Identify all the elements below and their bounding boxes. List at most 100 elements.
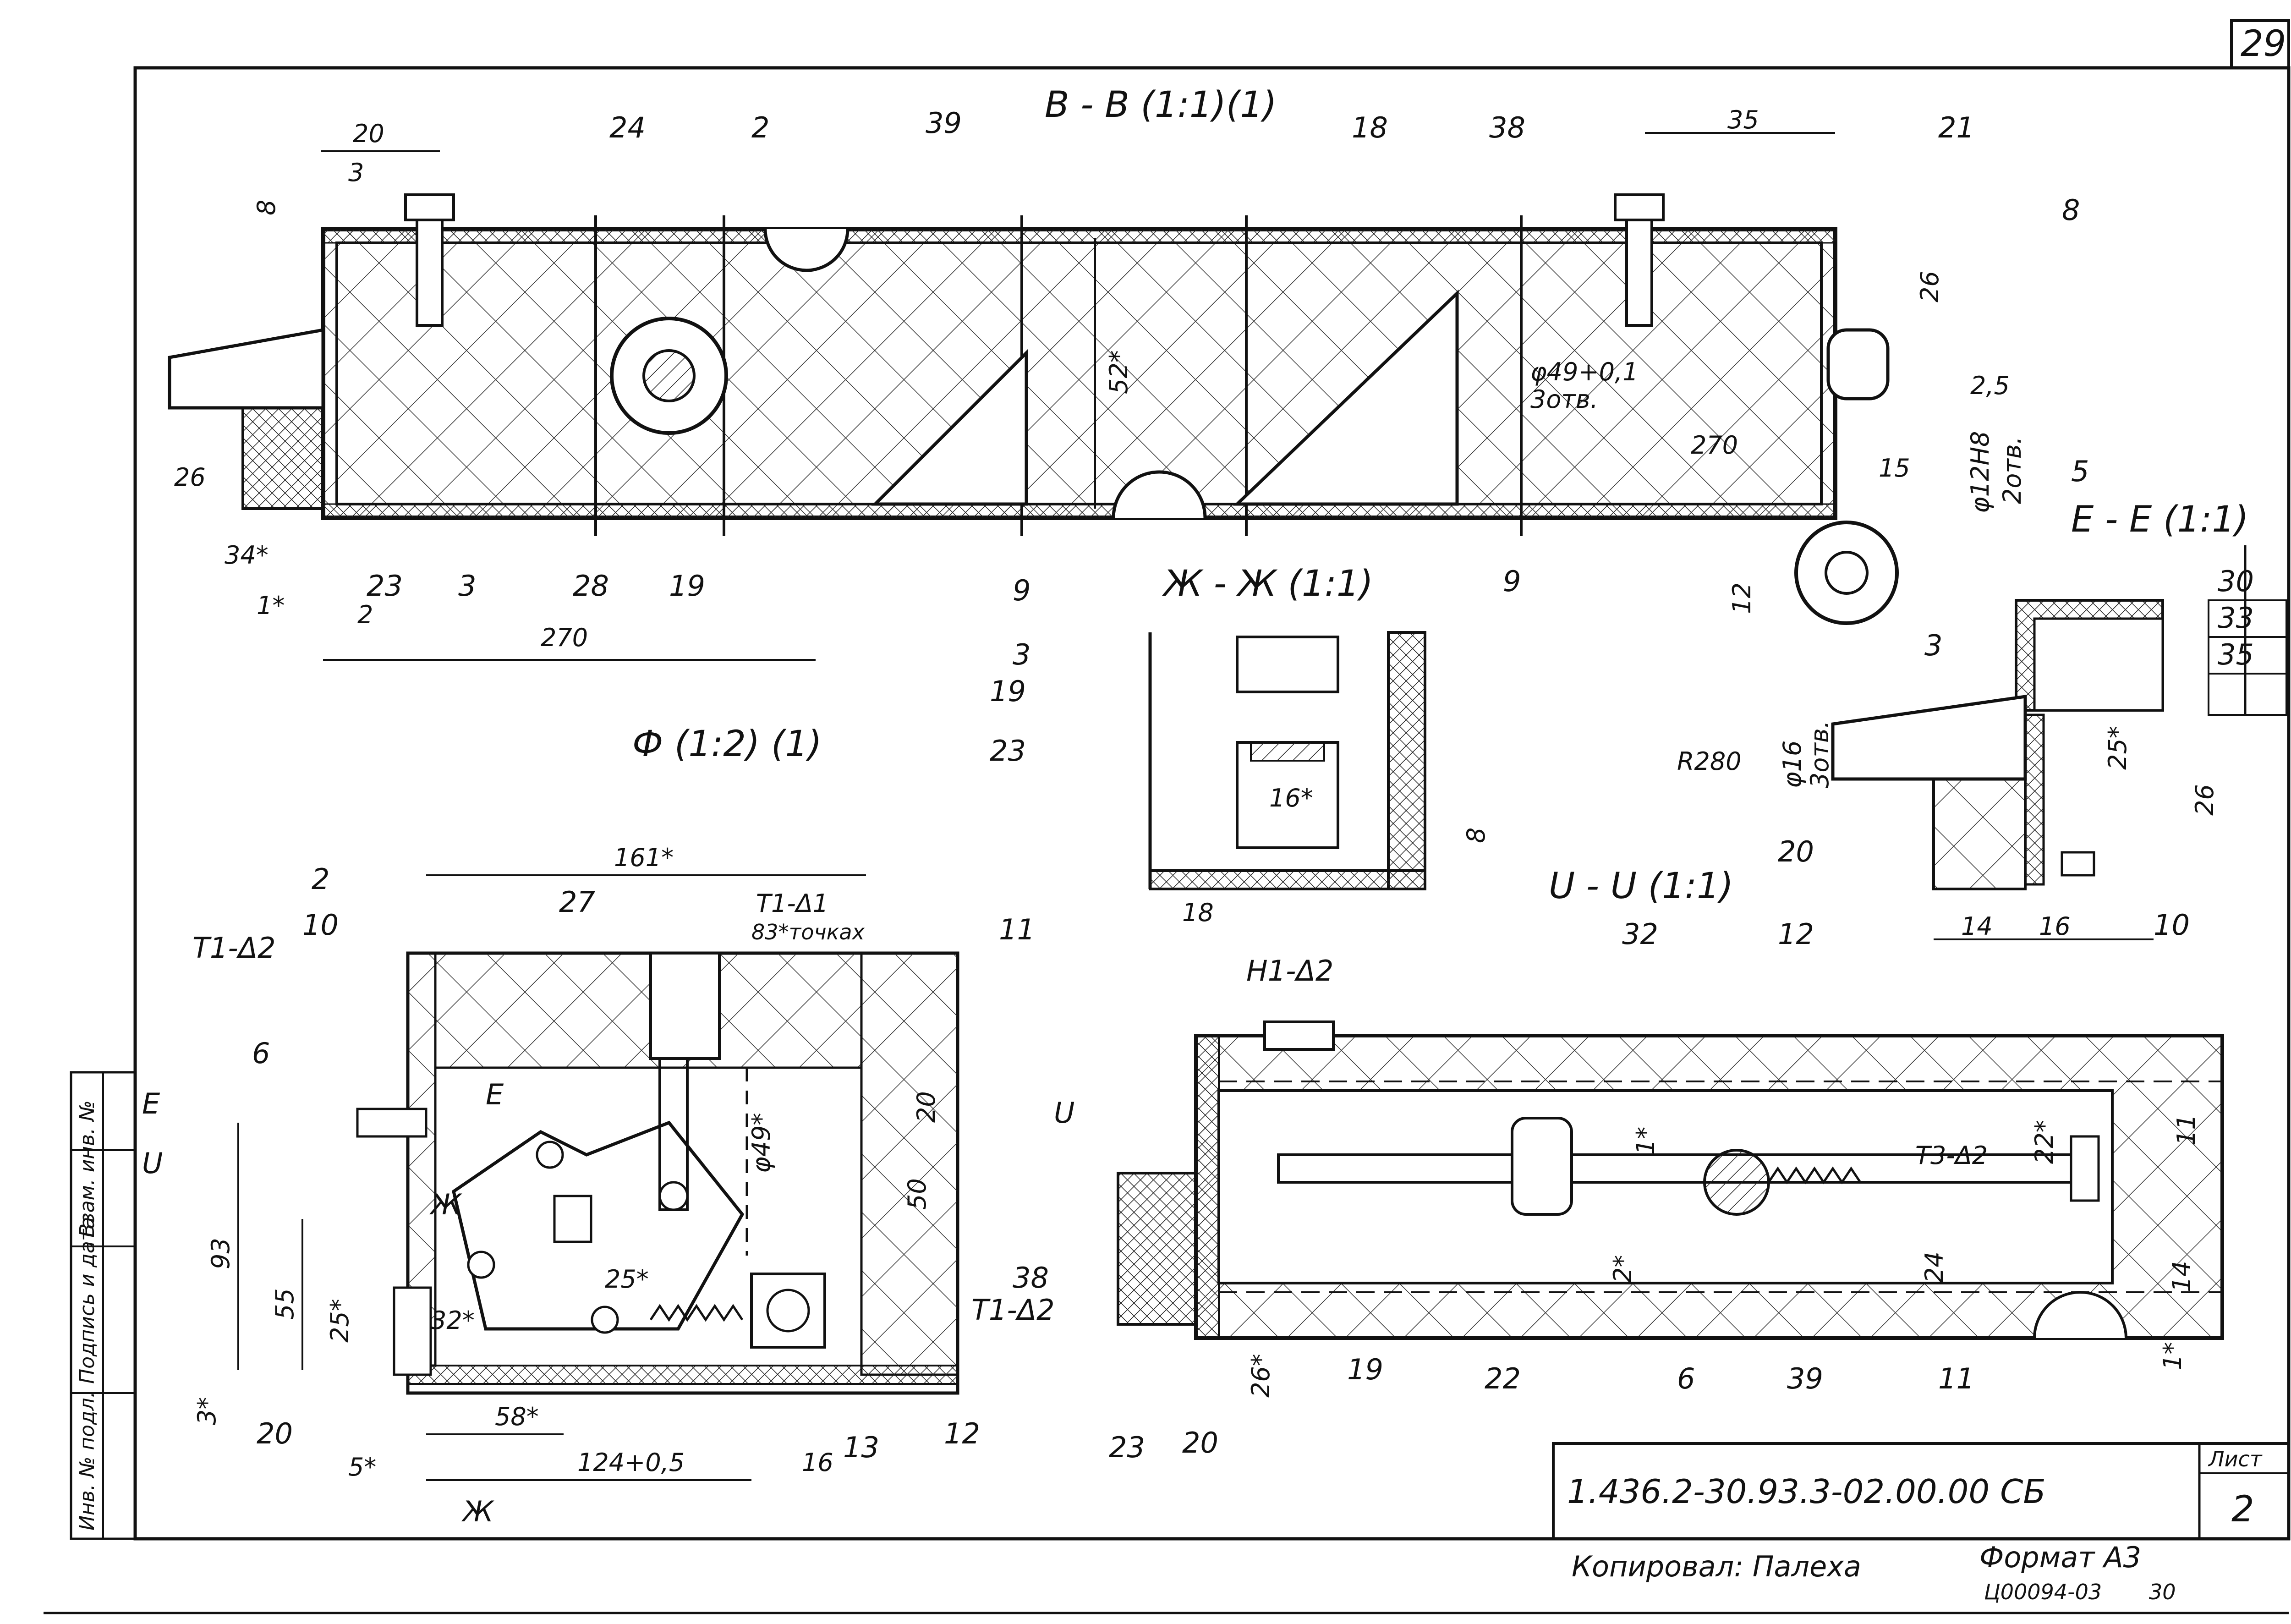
ee-label-phi16: φ16: [1778, 741, 1807, 788]
drawing-code: 1.436.2-30.93.3-02.00.00 СБ: [1567, 1472, 2046, 1511]
uu-label-h1-d2: H1-Δ2: [1246, 954, 1333, 988]
stamp-signature-date: Подпись и дата: [76, 1217, 99, 1384]
bb-label-5: 5: [2071, 455, 2089, 488]
bb-label-2-5: 2,5: [1970, 371, 2010, 400]
uu-label-24: 24: [1920, 1251, 1949, 1283]
f-label-20-bottom: 20: [257, 1417, 293, 1450]
bb-label-8-right: 8: [2062, 193, 2080, 227]
f-label-u-right: U: [1054, 1096, 1074, 1130]
uu-label-6: 6: [1677, 1362, 1695, 1395]
bb-label-270-right: 270: [1691, 431, 1738, 460]
f-label-11: 11: [999, 913, 1035, 946]
bb-label-26: 26: [1915, 271, 1944, 302]
f-label-27: 27: [559, 885, 595, 919]
f-label-zh-bottom: Ж: [461, 1495, 494, 1528]
ee-label-3: 3: [1924, 629, 1942, 662]
bb-label-2: 2: [751, 111, 769, 144]
bb-label-38: 38: [1489, 111, 1525, 144]
uu-label-22-bottom: 22: [1485, 1362, 1521, 1395]
list-label: Лист: [2208, 1447, 2263, 1471]
uu-label-14: 14: [2167, 1261, 2196, 1292]
f-label-20-right: 20: [912, 1091, 941, 1123]
uu-label-20: 20: [1182, 1426, 1218, 1459]
section-zhzh-title: Ж - Ж (1:1): [1162, 563, 1373, 604]
zhzh-label-18: 18: [1182, 898, 1214, 927]
f-label-83-points: 83*точках: [751, 920, 865, 944]
bb-label-1: 1*: [257, 591, 285, 620]
zhzh-label-8: 8: [1462, 828, 1491, 843]
bb-label-19: 19: [669, 569, 705, 603]
uu-label-11-bottom: 11: [1938, 1362, 1974, 1395]
bb-label-3-bottom: 3: [458, 569, 476, 603]
bb-label-21: 21: [1938, 111, 1974, 144]
inventory-page: 30: [2149, 1580, 2176, 1604]
title-block: 1.436.2-30.93.3-02.00.00 СБ Лист 2 Копир…: [1552, 1442, 2290, 1604]
bb-label-28: 28: [573, 569, 609, 603]
bb-label-18: 18: [1352, 111, 1388, 144]
f-label-23: 23: [1109, 1431, 1145, 1464]
f-label-3: 3*: [192, 1397, 221, 1425]
bb-label-8-left: 8: [252, 200, 281, 215]
section-bb-title: B - B (1:1)(1): [1045, 84, 1277, 126]
uu-label-t3-d2: T3-Δ2: [1915, 1141, 1988, 1170]
section-ee-title: E - E (1:1): [2071, 499, 2249, 540]
ee-label-16: 16: [2039, 912, 2071, 941]
ee-label-r280: R280: [1677, 747, 1742, 776]
f-label-10: 10: [302, 908, 339, 942]
sheet-number: 29: [2241, 23, 2286, 65]
uu-label-2: 2*: [1608, 1255, 1637, 1283]
uu-label-1-bottom: 1*: [2158, 1342, 2187, 1370]
stamp-inv-original: Инв. № подл.: [76, 1391, 99, 1531]
section-uu: U - U (1:1) H1-Δ2 32 12 10 T3-Δ2 1* 22* …: [1117, 866, 2224, 1459]
f-label-25-left: 25*: [325, 1299, 354, 1343]
bb-label-23: 23: [367, 569, 403, 603]
f-label-25-center: 25*: [605, 1265, 649, 1294]
f-label-38: 38: [1013, 1261, 1049, 1295]
f-label-58: 58*: [495, 1402, 539, 1431]
ee-label-3holes: 3отв.: [1805, 720, 1834, 788]
bb-label-34: 34*: [225, 541, 269, 570]
bb-label-9-left: 9: [1013, 574, 1030, 607]
bb-label-15: 15: [1879, 454, 1910, 483]
f-label-161: 161*: [614, 843, 674, 872]
uu-label-1-top: 1*: [1631, 1127, 1660, 1155]
uu-label-19: 19: [1347, 1353, 1383, 1386]
stamp-replacement-inv: Взам. инв. №: [76, 1100, 99, 1237]
f-label-124: 124+0,5: [577, 1448, 685, 1477]
uu-label-26: 26*: [1246, 1354, 1275, 1398]
f-label-2: 2: [312, 862, 329, 896]
bb-label-9-right: 9: [1503, 565, 1521, 598]
bb-label-270-left: 270: [541, 623, 588, 652]
f-label-32: 32*: [431, 1306, 475, 1335]
bb-label-26-left: 26: [174, 463, 206, 492]
uu-label-10: 10: [2154, 908, 2190, 942]
section-bb: B - B (1:1)(1): [168, 84, 2089, 661]
left-stamp: Инв. № подл. Подпись и дата Взам. инв. №: [70, 1071, 137, 1540]
ee-label-25: 25*: [2103, 726, 2132, 770]
uu-label-11-right: 11: [2172, 1114, 2201, 1146]
bb-label-35: 35: [1727, 105, 1759, 134]
bb-label-52: 52*: [1104, 350, 1133, 394]
format-label: Формат А3: [1979, 1541, 2141, 1574]
ee-label-35: 35: [2218, 638, 2254, 671]
bb-label-phi12: φ12H8: [1966, 431, 1995, 513]
f-label-93: 93: [206, 1238, 235, 1269]
ee-label-30: 30: [2218, 565, 2254, 598]
f-label-phi49: φ49*: [747, 1113, 776, 1173]
ee-label-20: 20: [1778, 835, 1814, 868]
view-f-title: Ф (1:2) (1): [632, 724, 822, 765]
f-label-t1-d1: T1-Δ1: [756, 889, 828, 918]
bb-label-39: 39: [926, 106, 962, 140]
bb-label-3: 3: [348, 158, 364, 187]
ee-label-33: 33: [2218, 601, 2254, 635]
f-label-u-left: U: [142, 1147, 163, 1180]
inventory-number: Ц00094-03: [1984, 1580, 2102, 1604]
f-label-50: 50: [903, 1178, 932, 1210]
f-label-e-inner: E: [486, 1078, 504, 1111]
f-label-e-left: E: [142, 1087, 160, 1120]
list-number: 2: [2231, 1489, 2254, 1530]
bb-label-3holes: 3отв.: [1530, 385, 1598, 414]
copied-by: Копировал: Палеха: [1572, 1550, 1861, 1583]
uu-label-39: 39: [1787, 1362, 1823, 1395]
